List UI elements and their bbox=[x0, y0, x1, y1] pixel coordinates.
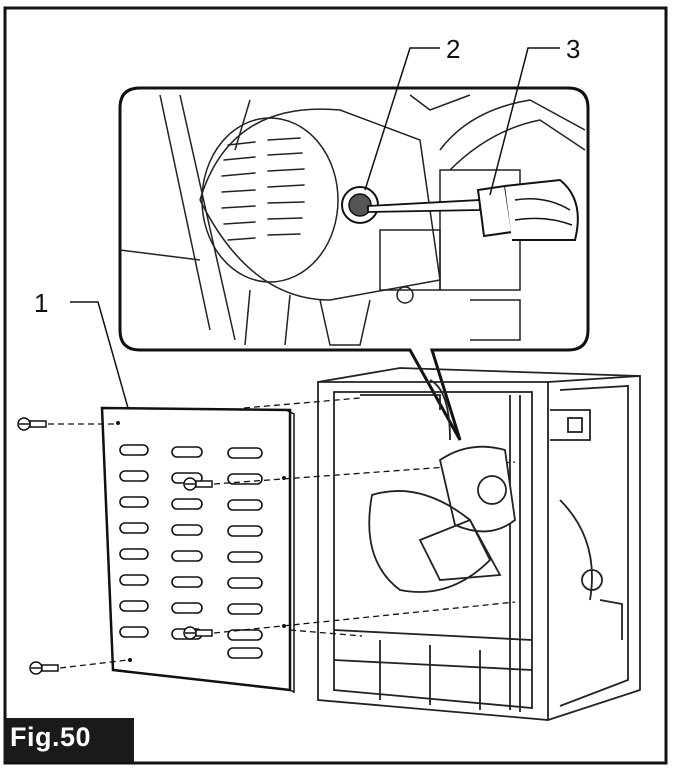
callout-leaders bbox=[70, 47, 560, 409]
screwdriver-detail bbox=[367, 178, 579, 241]
figure-label: Fig.50 bbox=[10, 722, 92, 752]
machine-frame bbox=[317, 367, 641, 721]
screws bbox=[17, 417, 213, 675]
detail-inset bbox=[118, 86, 590, 441]
callout-1: 1 bbox=[34, 288, 48, 318]
cover-panel bbox=[100, 406, 295, 694]
figure-label-box bbox=[4, 718, 134, 762]
figure-frame bbox=[3, 6, 668, 765]
callout-3: 3 bbox=[566, 34, 580, 64]
callout-2: 2 bbox=[446, 34, 460, 64]
